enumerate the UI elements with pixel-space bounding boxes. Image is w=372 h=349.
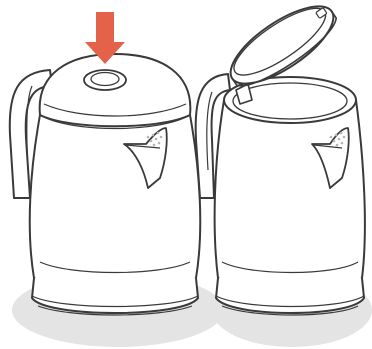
open-kettle-base bbox=[216, 278, 364, 313]
closed-kettle bbox=[10, 12, 224, 347]
closed-kettle-base bbox=[32, 278, 198, 313]
open-kettle-body bbox=[215, 100, 365, 289]
lid-release-button-icon bbox=[84, 70, 126, 90]
open-kettle bbox=[196, 0, 372, 347]
closed-kettle-body bbox=[30, 115, 201, 289]
